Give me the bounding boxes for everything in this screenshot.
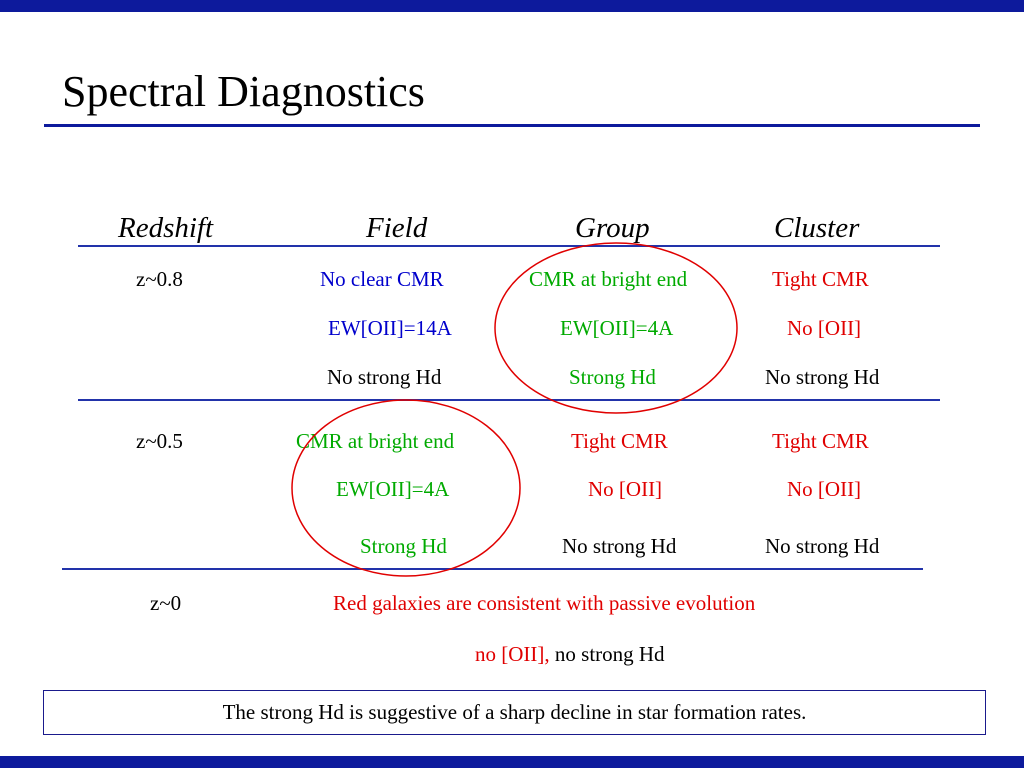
- row1-divider: [78, 399, 940, 401]
- row3-detail: no [OII], no strong Hd: [475, 644, 665, 665]
- title-underline: [44, 124, 980, 127]
- row2-field-ew: EW[OII]=4A: [336, 477, 450, 501]
- row1-group-cmr: CMR at bright end: [529, 267, 688, 291]
- row1-group-hd: Strong Hd: [569, 365, 656, 389]
- row2-group-cmr: Tight CMR: [571, 429, 668, 453]
- row3-redshift: z~0: [150, 591, 182, 615]
- row2-redshift: z~0.5: [136, 429, 183, 453]
- row1-cluster-oii: No [OII]: [787, 316, 862, 340]
- header-cluster: Cluster: [774, 212, 860, 244]
- summary-note-box: The strong Hd is suggestive of a sharp d…: [43, 690, 986, 735]
- row1-cluster-cmr: Tight CMR: [772, 267, 869, 291]
- group-highlight-oval: [494, 242, 738, 414]
- row3-detail-oii: no [OII],: [475, 642, 550, 666]
- row2-divider: [62, 568, 923, 570]
- top-accent-bar: [0, 0, 1024, 12]
- row2-group-hd: No strong Hd: [562, 534, 677, 558]
- row1-cluster-hd: No strong Hd: [765, 365, 880, 389]
- header-field: Field: [366, 212, 428, 244]
- row1-group-ew: EW[OII]=4A: [560, 316, 674, 340]
- field-highlight-oval: [291, 399, 521, 577]
- row3-summary: Red galaxies are consistent with passive…: [333, 591, 756, 615]
- summary-note-text: The strong Hd is suggestive of a sharp d…: [222, 700, 807, 724]
- row2-field-hd: Strong Hd: [360, 534, 447, 558]
- row2-cluster-hd: No strong Hd: [765, 534, 880, 558]
- row1-field-hd: No strong Hd: [327, 365, 442, 389]
- header-redshift: Redshift: [118, 212, 214, 244]
- bottom-accent-bar: [0, 756, 1024, 768]
- header-divider: [78, 245, 940, 247]
- row1-field-cmr: No clear CMR: [320, 267, 444, 291]
- slide-title: Spectral Diagnostics: [62, 67, 425, 116]
- row1-redshift: z~0.8: [136, 267, 183, 291]
- row2-field-cmr: CMR at bright end: [296, 429, 455, 453]
- row2-group-oii: No [OII]: [588, 477, 663, 501]
- header-group: Group: [575, 212, 650, 244]
- row2-cluster-cmr: Tight CMR: [772, 429, 869, 453]
- row3-detail-hd: no strong Hd: [554, 642, 665, 666]
- row2-cluster-oii: No [OII]: [787, 477, 862, 501]
- row1-field-ew: EW[OII]=14A: [328, 316, 452, 340]
